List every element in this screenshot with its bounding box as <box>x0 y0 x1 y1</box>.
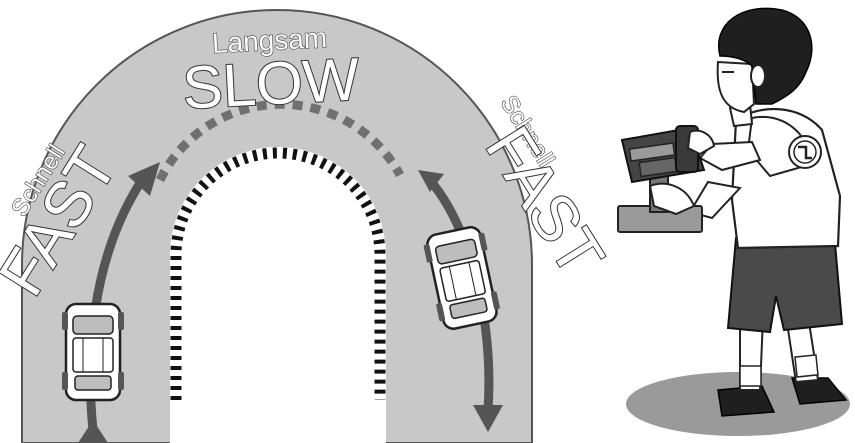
driver <box>618 8 850 436</box>
driver-head <box>718 8 812 112</box>
badge-logo-icon <box>789 136 821 168</box>
label-top-big: SLOW <box>181 45 361 121</box>
ear <box>751 65 765 87</box>
face <box>718 62 754 112</box>
car-left <box>62 304 124 400</box>
